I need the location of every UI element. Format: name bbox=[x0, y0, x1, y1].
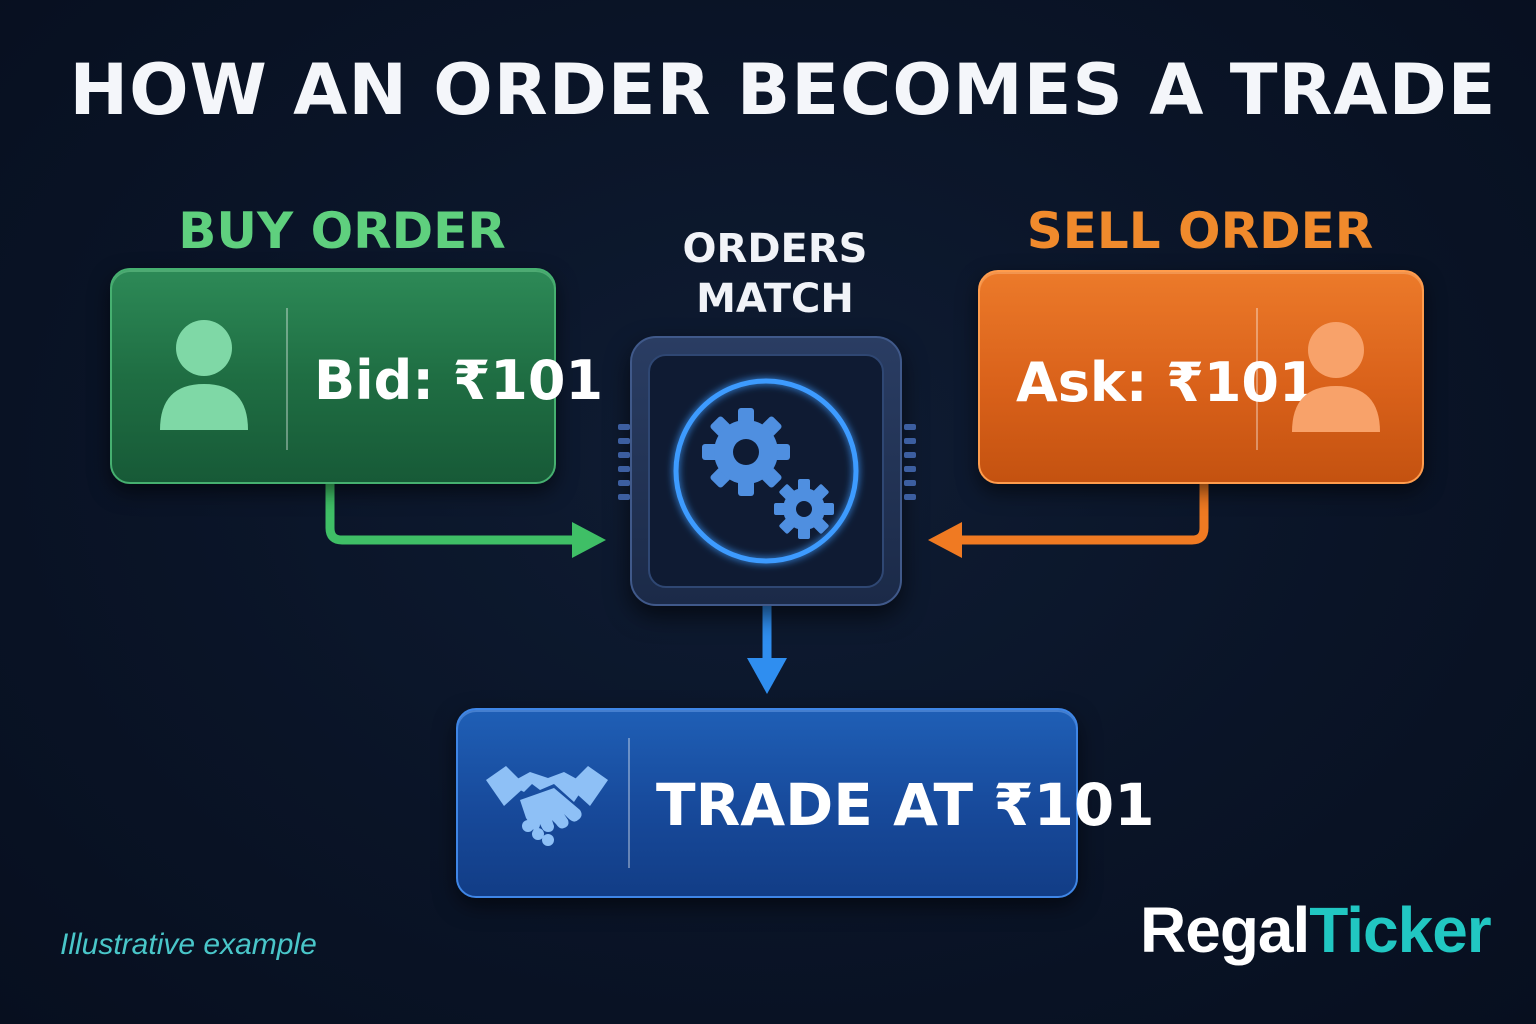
gears-icon bbox=[673, 378, 859, 564]
chip-pin bbox=[618, 466, 630, 472]
sell-order-card: Ask: ₹101 bbox=[978, 270, 1424, 484]
buy-order-card: Bid: ₹101 bbox=[110, 268, 603, 484]
chip-pin bbox=[618, 480, 630, 486]
sell-to-match-arrow bbox=[951, 479, 1209, 545]
chip-pin bbox=[904, 452, 916, 458]
illustrative-footnote: Illustrative example bbox=[60, 928, 317, 961]
orders-match-line2: MATCH bbox=[696, 276, 854, 322]
chip-pin bbox=[904, 466, 916, 472]
chip-pin bbox=[904, 480, 916, 486]
chip-pin bbox=[618, 438, 630, 444]
handshake-icon bbox=[486, 766, 608, 846]
buy-to-match-arrow bbox=[325, 479, 583, 545]
brand-logo: RegalTicker bbox=[1140, 898, 1492, 962]
chip-pin bbox=[904, 424, 916, 430]
buy-arrow-head bbox=[572, 522, 606, 558]
trade-card-divider bbox=[628, 738, 630, 868]
ask-price: Ask: ₹101 bbox=[1016, 351, 1317, 414]
user-icon bbox=[160, 320, 248, 430]
sell-card-divider bbox=[1256, 308, 1258, 450]
chip-core bbox=[648, 354, 884, 588]
chip-pin bbox=[904, 438, 916, 444]
sell-order-label: SELL ORDER bbox=[1026, 202, 1374, 260]
chip-pin bbox=[618, 452, 630, 458]
buy-order-label: BUY ORDER bbox=[178, 202, 506, 260]
brand-part-ticker: Ticker bbox=[1309, 894, 1491, 966]
trade-result-card: TRADE AT ₹101 bbox=[456, 708, 1155, 898]
chip-pin bbox=[618, 424, 630, 430]
matching-engine-chip bbox=[618, 336, 916, 606]
page-title: HOW AN ORDER BECOMES A TRADE bbox=[69, 49, 1497, 131]
down-arrow-head bbox=[747, 658, 787, 694]
chip-pin bbox=[904, 494, 916, 500]
brand-part-regal: Regal bbox=[1140, 894, 1310, 966]
orders-match-line1: ORDERS bbox=[682, 226, 868, 272]
orders-match-label: ORDERS MATCH bbox=[640, 224, 910, 324]
buy-card-divider bbox=[286, 308, 288, 450]
bid-price: Bid: ₹101 bbox=[314, 349, 604, 412]
user-icon bbox=[1292, 322, 1380, 432]
trade-price: TRADE AT ₹101 bbox=[656, 771, 1155, 839]
sell-arrow-head bbox=[928, 522, 962, 558]
chip-pin bbox=[618, 494, 630, 500]
